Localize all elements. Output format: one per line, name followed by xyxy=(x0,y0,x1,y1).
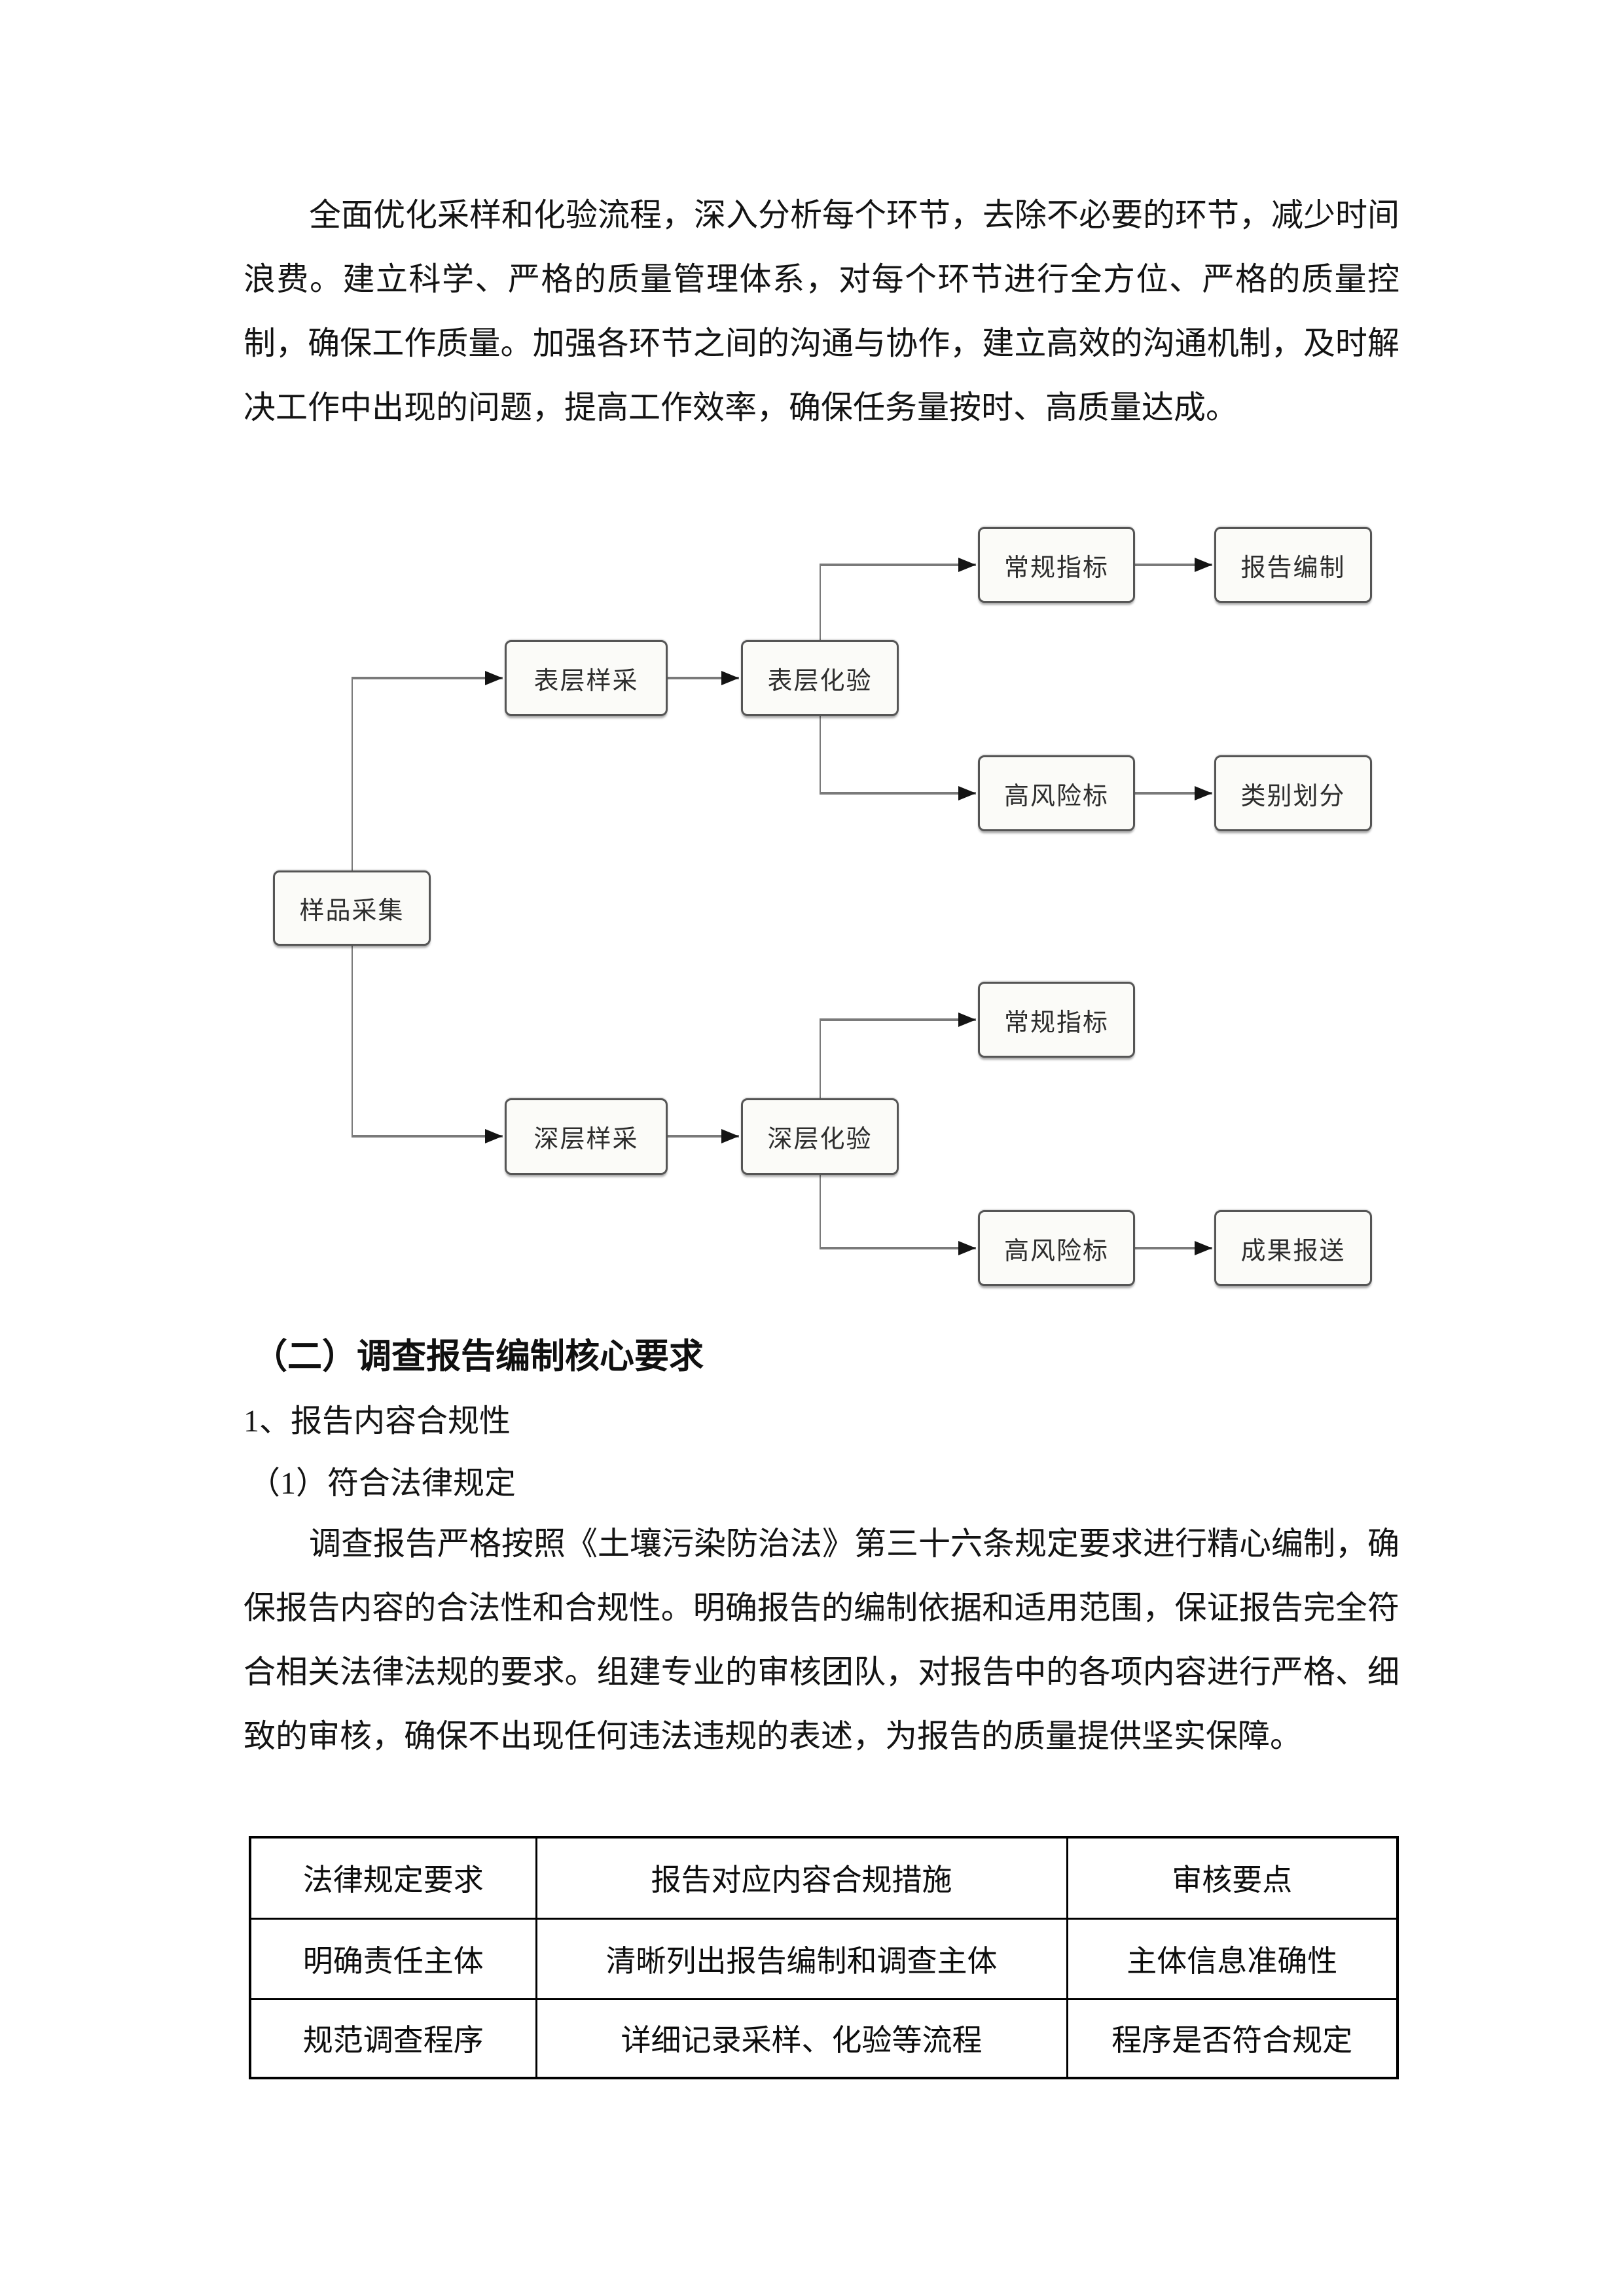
flowchart-connectors xyxy=(352,558,1212,1255)
table-row: 规范调查程序 详细记录采样、化验等流程 程序是否符合规定 xyxy=(249,1998,1399,2079)
table-header-row: 法律规定要求 报告对应内容合规措施 审核要点 xyxy=(249,1836,1399,1920)
table-header-cell: 报告对应内容合规措施 xyxy=(535,1836,1068,1920)
flow-node-routine-indicators-bottom: 常规指标 xyxy=(978,982,1135,1058)
table-cell: 详细记录采样、化验等流程 xyxy=(535,1998,1068,2079)
section-heading: （二）调查报告编制核心要求 xyxy=(253,1338,704,1376)
paragraph-optimization: 全面优化采样和化验流程，深入分析每个环节，去除不必要的环节，减少时间浪费。建立科… xyxy=(244,197,1400,425)
paragraph-report-compilation: 调查报告严格按照《土壤污染防治法》第三十六条规定要求进行精心编制，确保报告内容的… xyxy=(244,1526,1400,1754)
flow-node-deep-sampling: 深层样采 xyxy=(505,1098,668,1175)
flow-node-category-division: 类别划分 xyxy=(1214,755,1372,831)
flow-node-surface-sampling: 表层样采 xyxy=(505,640,668,716)
table-header-cell: 法律规定要求 xyxy=(249,1836,537,1920)
flow-node-high-risk-top: 高风险标 xyxy=(978,755,1135,831)
flow-node-results-submission: 成果报送 xyxy=(1214,1210,1372,1286)
subheading-report-compliance: 1、报告内容合规性 xyxy=(244,1404,511,1439)
flow-node-sample-collection: 样品采集 xyxy=(273,870,431,946)
flow-node-surface-testing: 表层化验 xyxy=(741,640,899,716)
flow-node-deep-testing: 深层化验 xyxy=(741,1098,899,1175)
flow-node-report-preparation: 报告编制 xyxy=(1214,527,1372,603)
table-cell: 清晰列出报告编制和调查主体 xyxy=(535,1917,1068,2000)
flow-node-high-risk-bottom: 高风险标 xyxy=(978,1210,1135,1286)
sampling-testing-flowchart: 样品采集 表层样采 表层化验 常规指标 报告编制 高风险标 类别划分 常规指标 … xyxy=(244,517,1399,1312)
compliance-table: 法律规定要求 报告对应内容合规措施 审核要点 明确责任主体 清晰列出报告编制和调… xyxy=(249,1836,1399,2079)
table-cell: 程序是否符合规定 xyxy=(1066,1998,1399,2079)
table-header-cell: 审核要点 xyxy=(1066,1836,1399,1920)
table-row: 明确责任主体 清晰列出报告编制和调查主体 主体信息准确性 xyxy=(249,1917,1399,2000)
flow-node-routine-indicators-top: 常规指标 xyxy=(978,527,1135,603)
table-cell: 明确责任主体 xyxy=(249,1917,537,2000)
table-cell: 主体信息准确性 xyxy=(1066,1917,1399,2000)
table-cell: 规范调查程序 xyxy=(249,1998,537,2079)
subheading-legal-compliance: （1）符合法律规定 xyxy=(249,1466,516,1501)
